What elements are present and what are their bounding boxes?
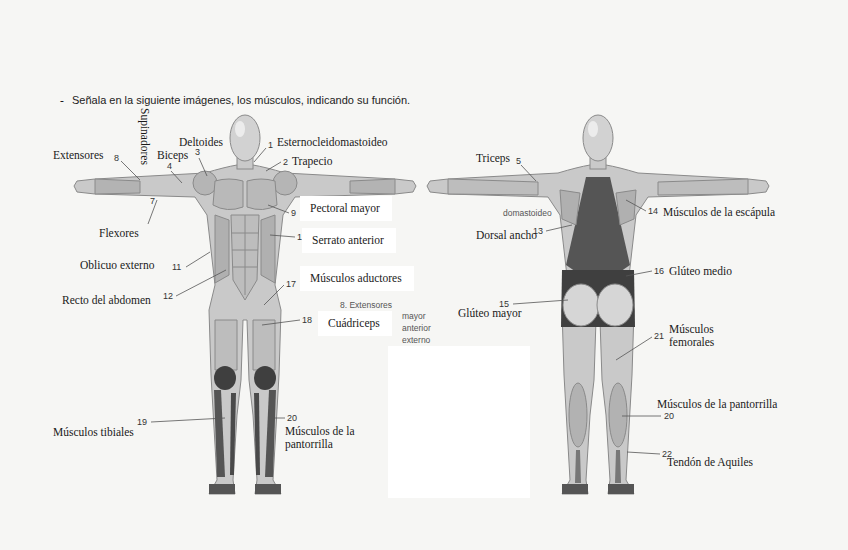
callout-number: 14 (648, 206, 658, 216)
muscle-label: Músculos de la escápula (663, 206, 775, 219)
muscle-label: Músculos femorales (669, 323, 741, 349)
muscle-label: Glúteo medio (669, 265, 732, 278)
muscle-label: - (60, 94, 64, 107)
label-box: Serrato anterior (302, 228, 396, 253)
callout-number: 18 (302, 315, 312, 325)
muscle-label: Recto del abdomen (62, 294, 151, 307)
muscle-label: Biceps (157, 149, 188, 162)
callout-number: 16 (654, 266, 664, 276)
label-box: Cuádriceps (318, 311, 392, 336)
muscle-label: Glúteo mayor (458, 307, 522, 320)
remnant-text: anterior (402, 323, 431, 333)
muscle-label: Trapecio (292, 155, 332, 168)
remnant-text: 8. Extensores (340, 300, 392, 310)
muscle-label: Oblicuo externo (80, 259, 154, 272)
callout-number: 1 (268, 140, 273, 150)
callout-number: 3 (195, 147, 200, 157)
callout-number: 5 (516, 156, 521, 166)
label-box: Músculos aductores (300, 266, 414, 291)
callout-number: 12 (163, 291, 173, 301)
muscle-label: Extensores (53, 149, 103, 162)
muscle-label: Esternocleidomastoideo (277, 136, 388, 149)
callout-number: 2 (283, 157, 288, 167)
callout-number: 20 (287, 413, 297, 423)
label-box: Pectoral mayor (300, 196, 392, 221)
remnant-text: externo (402, 335, 430, 345)
muscle-label: Músculos de la pantorrilla (657, 398, 777, 411)
callout-number: 9 (291, 208, 296, 218)
muscle-label: Pectoral mayor (310, 202, 382, 215)
muscle-label: Flexores (99, 227, 139, 240)
callout-number: 7 (150, 196, 155, 206)
muscle-label: Supinadores (138, 108, 151, 165)
instruction-title: Señala en la siguiente imágenes, los mús… (72, 94, 410, 106)
callout-number: 20 (664, 411, 674, 421)
callout-number: 4 (167, 161, 172, 171)
muscle-label: Cuádriceps (328, 317, 382, 330)
remnant-text: domastoideo (503, 208, 552, 218)
callout-number: 11 (172, 262, 181, 272)
muscle-label: Dorsal ancho (476, 229, 537, 242)
muscle-label: Deltoides (179, 136, 223, 149)
muscle-label: Músculos de la pantorrilla (285, 425, 371, 451)
muscle-label: Músculos aductores (310, 272, 404, 285)
callout-number: 21 (654, 331, 664, 341)
remnant-text: mayor (402, 311, 426, 321)
muscle-label: Tendón de Aquiles (667, 456, 753, 469)
callout-number: 17 (286, 279, 296, 289)
muscle-label: Serrato anterior (312, 234, 386, 247)
muscle-label: Músculos tibiales (53, 426, 134, 439)
muscle-label: Triceps (476, 152, 510, 165)
callout-number: 8 (114, 153, 119, 163)
callout-number: 19 (137, 417, 147, 427)
